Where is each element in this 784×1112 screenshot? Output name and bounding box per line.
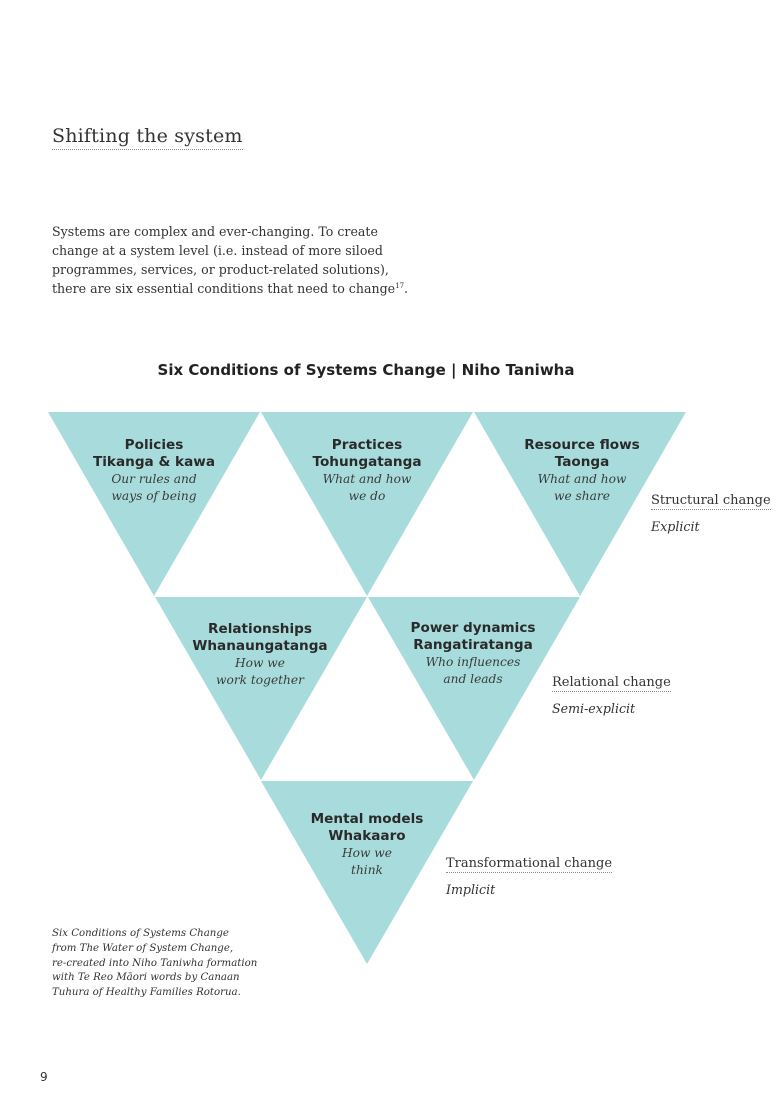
condition-desc-line2: ways of being [111, 489, 197, 503]
condition-title-mi: Whakaaro [328, 828, 406, 844]
level-structural: Structural change Explicit [651, 489, 771, 534]
condition-relationships: Relationships Whanaungatanga How we work… [165, 621, 355, 689]
condition-title-mi: Whanaungatanga [192, 638, 328, 654]
condition-policies: Policies Tikanga & kawa Our rules and wa… [59, 437, 249, 505]
triangle-practices [261, 412, 473, 596]
caption-line: Six Conditions of Systems Change [52, 928, 229, 939]
intro-end: . [404, 281, 409, 296]
condition-mental-models: Mental models Whakaaro How we think [272, 811, 462, 879]
condition-desc-line2: and leads [443, 672, 503, 686]
condition-title-en: Policies [124, 437, 184, 453]
caption-line: from The Water of System Change, [52, 942, 234, 954]
caption-line: re-created into Niho Taniwha formation [52, 957, 258, 969]
condition-desc-line1: Our rules and [111, 472, 197, 486]
level-relational: Relational change Semi-explicit [552, 671, 671, 716]
condition-desc-line1: What and how [537, 472, 627, 486]
caption-line: with Te Reo Māori words by Canaan [52, 972, 240, 984]
triangle-mental-models [261, 781, 473, 964]
condition-title-en: Resource flows [524, 437, 640, 453]
condition-title-mi: Taonga [554, 454, 610, 470]
page-number: 9 [40, 1070, 48, 1084]
triangle-resource-flows [474, 412, 686, 596]
footnote-ref: 17 [395, 281, 405, 290]
triangle-power-dynamics [368, 597, 580, 780]
condition-resource-flows: Resource flows Taonga What and how we sh… [487, 437, 677, 505]
condition-title-mi: Rangatiratanga [413, 637, 533, 653]
condition-title-en: Relationships [208, 621, 312, 637]
intro-text: Systems are complex and ever-changing. T… [52, 224, 396, 296]
level-sub: Implicit [446, 882, 496, 897]
intro-paragraph: Systems are complex and ever-changing. T… [52, 222, 412, 298]
condition-desc-line1: How we [235, 656, 285, 670]
condition-desc-line2: we share [554, 489, 610, 503]
condition-title-en: Power dynamics [410, 620, 536, 636]
triangle-relationships [155, 597, 367, 780]
diagram-caption: Six Conditions of Systems Change from Th… [52, 927, 272, 1001]
condition-power-dynamics: Power dynamics Rangatiratanga Who influe… [378, 620, 568, 688]
section-title: Shifting the system [52, 125, 243, 150]
condition-desc-line1: How we [342, 846, 392, 860]
condition-desc-line2: think [351, 863, 383, 877]
level-label: Transformational change [446, 856, 613, 873]
condition-practices: Practices Tohungatanga What and how we d… [272, 437, 462, 505]
level-transformational: Transformational change Implicit [446, 852, 613, 897]
diagram-title: Six Conditions of Systems Change | Niho … [157, 361, 575, 379]
condition-title-mi: Tikanga & kawa [93, 454, 215, 470]
level-label: Structural change [651, 493, 771, 510]
condition-desc-line1: Who influences [425, 655, 521, 669]
caption-line: Tuhura of Healthy Families Rotorua. [52, 987, 241, 999]
condition-title-en: Practices [331, 437, 403, 453]
level-sub: Semi-explicit [552, 701, 636, 716]
level-label: Relational change [552, 675, 671, 692]
triangle-policies [48, 412, 260, 596]
condition-title-mi: Tohungatanga [312, 454, 422, 470]
level-sub: Explicit [651, 519, 700, 534]
condition-desc-line2: we do [348, 489, 386, 503]
condition-desc-line2: work together [216, 673, 304, 687]
condition-title-en: Mental models [310, 811, 424, 827]
condition-desc-line1: What and how [322, 472, 412, 486]
